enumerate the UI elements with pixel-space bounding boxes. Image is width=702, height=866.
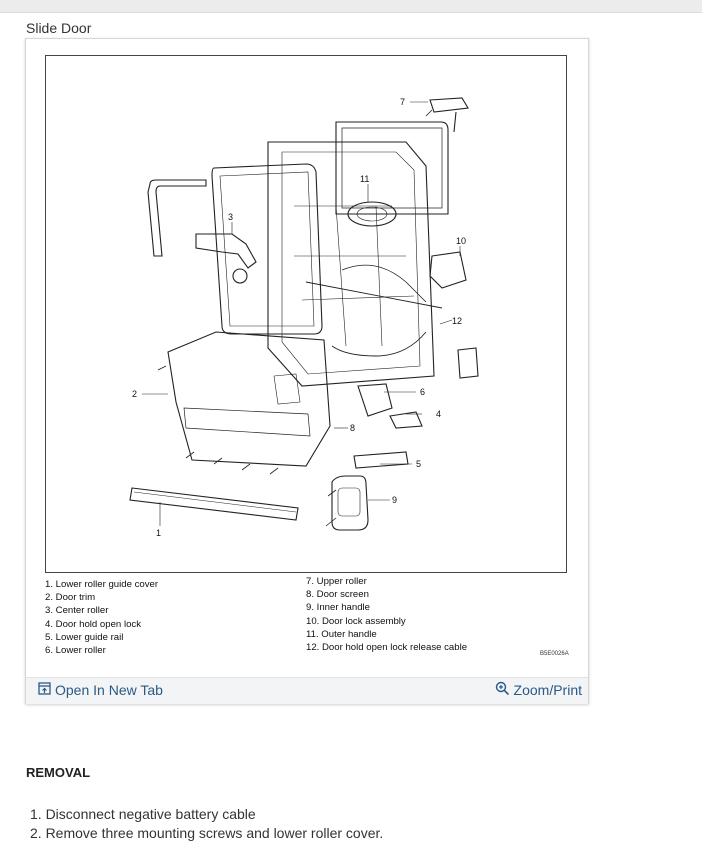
callout-7: 7	[400, 97, 405, 107]
legend-item: 5. Lower guide rail	[45, 631, 124, 643]
lower-roller-guide-cover	[129, 487, 299, 521]
figure-code: B5E0026A	[540, 651, 569, 657]
legend-item: 2. Door trim	[45, 592, 96, 604]
removal-steps: 1. Disconnect negative battery cable 2. …	[30, 805, 383, 843]
callout-11: 11	[360, 174, 369, 184]
legend-item: 6. Lower roller	[45, 645, 106, 657]
legend-item: 10. Door lock assembly	[306, 615, 406, 627]
callout-3: 3	[228, 212, 233, 222]
removal-heading: REMOVAL	[26, 765, 91, 780]
callout-10: 10	[456, 236, 466, 246]
legend-item: 8. Door screen	[306, 589, 369, 601]
callout-8: 8	[350, 423, 355, 433]
upper-trim-rail	[147, 179, 207, 257]
removal-step: 2. Remove three mounting screws and lowe…	[30, 825, 384, 841]
callout-4: 4	[436, 409, 441, 419]
legend-right: 7. Upper roller 8. Door screen 9. Inner …	[306, 575, 467, 654]
door-trim-panel	[167, 331, 331, 467]
callout-6: 6	[420, 387, 425, 397]
door-hold-open-lock-striker	[457, 347, 479, 379]
section-title: Slide Door	[26, 20, 92, 36]
zoom-in-icon	[495, 681, 514, 699]
window-frame-upper	[335, 121, 449, 215]
release-cable	[331, 331, 427, 357]
callout-1: 1	[156, 528, 161, 538]
callout-2: 2	[132, 389, 137, 399]
legend-item: 1. Lower roller guide cover	[45, 579, 159, 590]
open-in-new-tab-label: Open In New Tab	[55, 682, 163, 698]
figure-footer: Open In New Tab Zoom/Print	[26, 677, 588, 704]
legend-item: 4. Door hold open lock	[45, 618, 141, 630]
center-roller	[195, 233, 257, 269]
door-lock-assembly	[429, 251, 467, 289]
lower-roller	[357, 383, 393, 417]
top-bar	[0, 0, 702, 13]
callout-12: 12	[452, 316, 462, 326]
inner-handle	[331, 475, 369, 531]
legend-item: 12. Door hold open lock release cable	[306, 642, 468, 654]
legend-item: 9. Inner handle	[306, 602, 371, 614]
callout-5: 5	[416, 459, 421, 469]
lower-guide-rail	[353, 451, 409, 469]
door-outer-panel	[267, 141, 435, 387]
legend-item: 11. Outer handle	[306, 628, 377, 640]
slide-door-exploded-view: 1 2 3 4 5 6 7 8 9 10 11 12	[129, 97, 479, 538]
outer-handle	[347, 201, 397, 227]
upper-roller	[429, 97, 469, 113]
callout-9: 9	[392, 495, 397, 505]
open-new-tab-icon	[38, 682, 55, 698]
figure-card: 1 2 3 4 5 6 7 8 9 10 11 12 1. Lower roll…	[25, 38, 589, 704]
open-in-new-tab-link[interactable]: Open In New Tab	[38, 682, 163, 698]
removal-step: 1. Disconnect negative battery cable	[30, 806, 256, 822]
legend-item: 3. Center roller	[45, 605, 109, 617]
zoom-print-link[interactable]: Zoom/Print	[495, 681, 582, 699]
legend-item: 7. Upper roller	[306, 576, 367, 587]
exploded-diagram: 1 2 3 4 5 6 7 8 9 10 11 12	[45, 55, 567, 573]
door-seal	[211, 163, 323, 335]
zoom-print-label: Zoom/Print	[513, 682, 582, 698]
legend-left: 1. Lower roller guide cover 2. Door trim…	[45, 578, 158, 657]
